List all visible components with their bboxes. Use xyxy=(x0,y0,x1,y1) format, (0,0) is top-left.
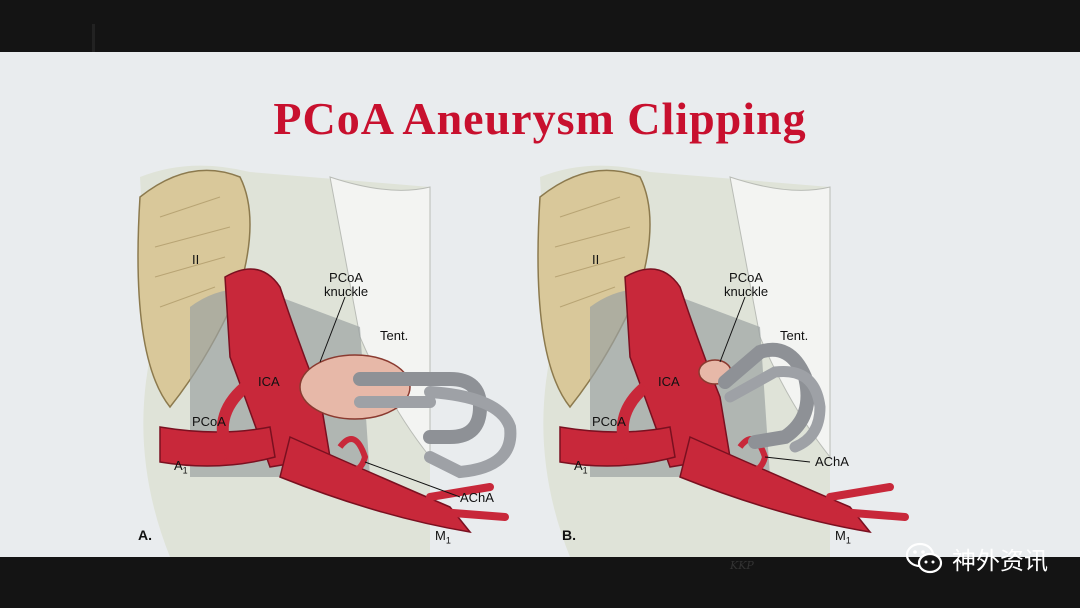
label-acha: AChA xyxy=(815,454,849,469)
label-ica: ICA xyxy=(658,374,680,389)
label-pcoa-knuckle: PCoA knuckle xyxy=(724,270,769,299)
artist-signature: KKP xyxy=(730,559,754,572)
label-tentorium: Tent. xyxy=(380,328,409,343)
label-pcoa: PCoA xyxy=(592,414,626,429)
illustration-panel-b: II PCoA knuckle Tent. ICA PCoA A1 AChA M… xyxy=(530,157,950,572)
illustration-b xyxy=(537,165,909,557)
panel-a-tag: A. xyxy=(138,527,152,543)
watermark: 神外资讯 xyxy=(904,538,1048,578)
label-optic-nerve: II xyxy=(192,252,200,267)
label-pcoa-knuckle: PCoA knuckle xyxy=(324,270,369,299)
slide-title: PCoA Aneurysm Clipping xyxy=(273,93,807,144)
watermark-text: 神外资讯 xyxy=(952,547,1048,575)
label-tentorium: Tent. xyxy=(780,328,809,343)
wechat-icon xyxy=(905,542,943,574)
label-a1: A1 xyxy=(574,458,588,476)
panel-b-tag: B. xyxy=(562,527,576,543)
label-a1: A1 xyxy=(174,458,188,476)
illustration-panel-a: II PCoA knuckle Tent. ICA PCoA A1 AChA M… xyxy=(130,157,550,557)
label-acha: AChA xyxy=(460,490,494,505)
label-ica: ICA xyxy=(258,374,280,389)
slide: PCoA Aneurysm Clipping xyxy=(0,52,1080,572)
label-m1: M1 xyxy=(835,528,851,546)
label-optic-nerve: II xyxy=(592,252,600,267)
illustration-a xyxy=(137,165,517,557)
label-m1: M1 xyxy=(435,528,451,546)
label-pcoa: PCoA xyxy=(192,414,226,429)
